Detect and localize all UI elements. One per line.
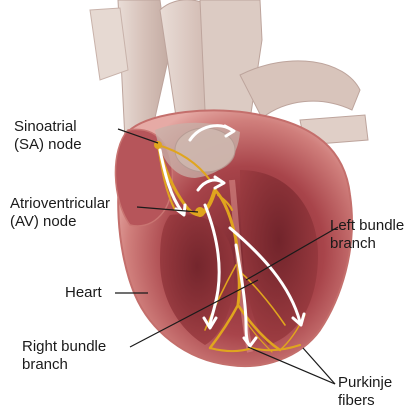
av-node-label: Atrioventricular (AV) node	[10, 195, 110, 231]
av-node-label-line2: (AV) node	[10, 213, 110, 231]
heart-label-text: Heart	[65, 284, 102, 302]
right-bundle-label-line2: branch	[22, 356, 106, 374]
sa-node-label: Sinoatrial (SA) node	[14, 118, 82, 154]
purkinje-label-line1: Purkinje	[338, 374, 392, 392]
purkinje-label-line2: fibers	[338, 392, 392, 410]
sa-node-label-line1: Sinoatrial	[14, 118, 82, 136]
sa-node-label-line2: (SA) node	[14, 136, 82, 154]
left-bundle-label: Left bundle branch	[330, 217, 404, 253]
left-bundle-label-line1: Left bundle	[330, 217, 404, 235]
heart-label: Heart	[65, 284, 102, 302]
left-bundle-label-line2: branch	[330, 235, 404, 253]
purkinje-leader-2	[303, 348, 335, 384]
right-bundle-label: Right bundle branch	[22, 338, 106, 374]
av-node-label-line1: Atrioventricular	[10, 195, 110, 213]
purkinje-label: Purkinje fibers	[338, 374, 392, 410]
right-bundle-label-line1: Right bundle	[22, 338, 106, 356]
